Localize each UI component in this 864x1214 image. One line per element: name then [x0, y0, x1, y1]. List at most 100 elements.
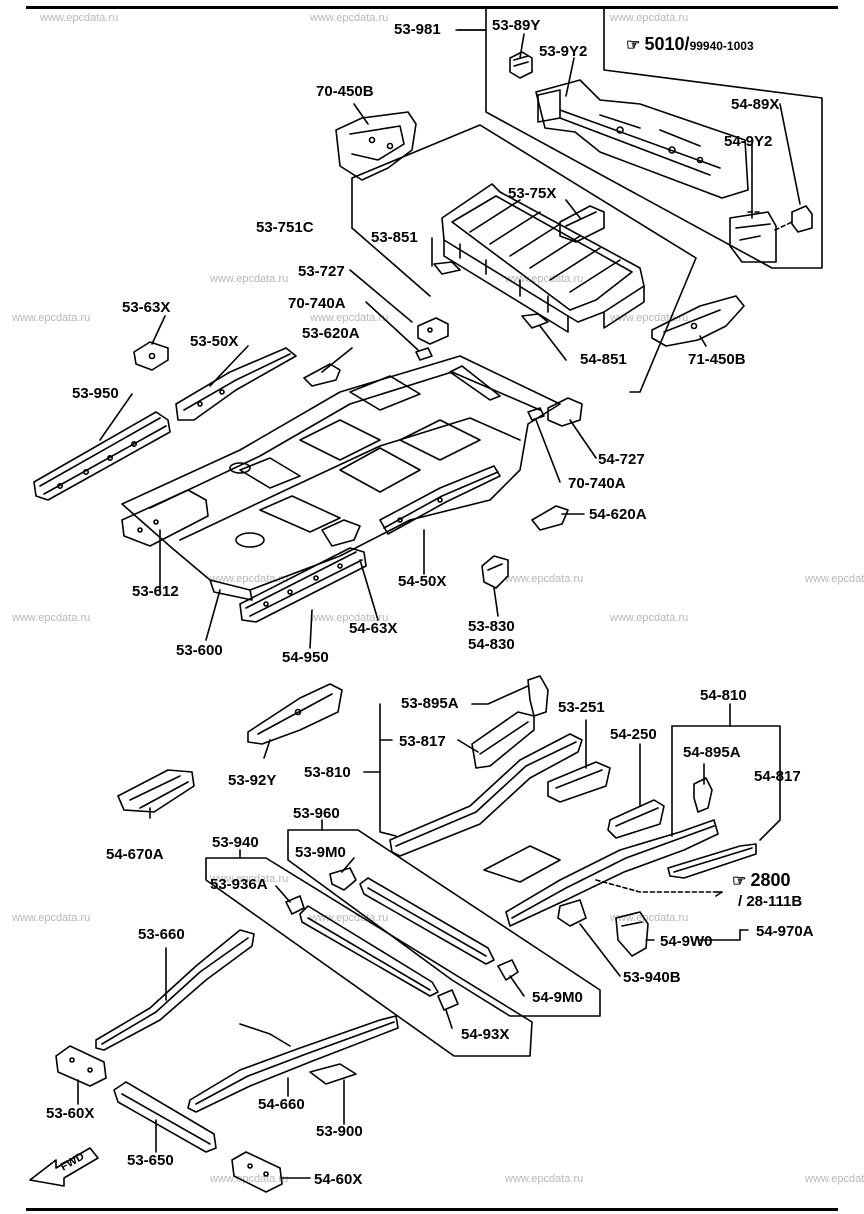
- ref-2800-sub: / 28-111B: [738, 893, 803, 910]
- watermark: www.epcdata.ru: [310, 312, 389, 324]
- bracket-54-9Y2: [729, 211, 777, 263]
- watermark: www.epcdata.ru: [210, 1173, 289, 1185]
- ref-2800-main: 2800: [750, 870, 791, 890]
- label-54-670A: 54-670A: [106, 846, 164, 863]
- label-53-940: 53-940: [212, 834, 259, 851]
- bracket-54-93X: [437, 989, 459, 1011]
- label-53-9Y2: 53-9Y2: [539, 43, 588, 60]
- member-53-940: [299, 905, 439, 997]
- bracket-53-936A: [285, 895, 305, 915]
- ref-5010-main: 5010/: [644, 34, 690, 54]
- fwd-arrow-icon: [29, 1147, 99, 1187]
- clip-70-740A-top: [415, 347, 433, 361]
- label-54-50X: 54-50X: [398, 573, 447, 590]
- label-53-63X-top: 53-63X: [122, 299, 171, 316]
- bracket-53-89Y: [509, 51, 533, 79]
- rail-53-810: [389, 733, 583, 857]
- label-53-895A: 53-895A: [401, 695, 459, 712]
- sill-54-950: [239, 547, 367, 623]
- rail-54-810: [483, 819, 719, 927]
- watermark: www.epcdata.ru: [805, 573, 864, 585]
- bracket-53-727: [417, 317, 449, 345]
- member-53-650: [113, 1081, 217, 1153]
- ref-2800[interactable]: ☞ 2800: [732, 870, 791, 890]
- bracket-54-60X: [231, 1151, 283, 1193]
- ref-5010-sub: 99940-1003: [689, 39, 754, 53]
- label-53-89Y: 53-89Y: [492, 17, 541, 34]
- bracket-71-450B: [651, 295, 745, 347]
- label-54-93X: 54-93X: [461, 1026, 510, 1043]
- label-54-830: 54-830: [468, 636, 515, 653]
- label-54-895A: 54-895A: [683, 744, 741, 761]
- label-53-650: 53-650: [127, 1152, 174, 1169]
- panel-53-612: [121, 489, 209, 547]
- bracket-53-9M0: [329, 867, 357, 891]
- label-53-50X: 53-50X: [190, 333, 239, 350]
- label-53-900: 53-900: [316, 1123, 363, 1140]
- label-54-9M0: 54-9M0: [532, 989, 583, 1006]
- label-53-817: 53-817: [399, 733, 446, 750]
- bracket-53-620A: [303, 363, 341, 387]
- watermark: www.epcdata.ru: [310, 12, 389, 24]
- watermark: www.epcdata.ru: [12, 612, 91, 624]
- top-border: [26, 6, 838, 9]
- bracket-53-60X: [55, 1045, 107, 1087]
- label-54-89X: 54-89X: [731, 96, 780, 113]
- member-53-960: [359, 877, 495, 965]
- clip-54-851: [521, 313, 549, 329]
- bracket-53-75X: [559, 205, 605, 243]
- bracket-54-89X: [791, 205, 813, 233]
- bracket-53-251: [547, 761, 611, 803]
- label-53-9M0: 53-9M0: [295, 844, 346, 861]
- bracket-70-450B: [335, 111, 417, 181]
- bracket-54-895A: [693, 777, 713, 813]
- bracket-53-895A: [527, 675, 549, 717]
- label-70-740A-bot: 70-740A: [568, 475, 626, 492]
- label-54-9Y2: 54-9Y2: [724, 133, 773, 150]
- label-54-63X: 54-63X: [349, 620, 398, 637]
- bracket-53-92Y: [247, 683, 343, 745]
- bracket-54-727: [547, 397, 583, 427]
- floor-pan-53-600: [121, 355, 561, 601]
- label-53-936A: 53-936A: [210, 876, 268, 893]
- watermark: www.epcdata.ru: [40, 12, 119, 24]
- label-54-660: 54-660: [258, 1096, 305, 1113]
- bracket-54-670A: [117, 769, 195, 813]
- bracket-54-620A: [531, 505, 569, 531]
- label-54-810: 54-810: [700, 687, 747, 704]
- label-53-751C: 53-751C: [256, 219, 314, 236]
- watermark: www.epcdata.ru: [610, 612, 689, 624]
- label-54-620A: 54-620A: [589, 506, 647, 523]
- watermark: www.epcdata.ru: [310, 612, 389, 624]
- ref-5010[interactable]: ☞ 5010/99940-1003: [626, 34, 754, 54]
- group-outline-53-960: [287, 829, 601, 1017]
- label-53-60X: 53-60X: [46, 1105, 95, 1122]
- label-53-981: 53-981: [394, 21, 441, 38]
- label-54-970A: 54-970A: [756, 923, 814, 940]
- watermark: www.epcdata.ru: [610, 12, 689, 24]
- watermark: www.epcdata.ru: [805, 1173, 864, 1185]
- label-53-251: 53-251: [558, 699, 605, 716]
- label-53-830: 53-830: [468, 618, 515, 635]
- label-53-92Y: 53-92Y: [228, 772, 277, 789]
- rear-panel-53-981: [535, 79, 749, 199]
- bracket-53-940B: [557, 899, 587, 927]
- group-outline-53-981: [455, 7, 823, 269]
- bracket-53-900: [309, 1063, 357, 1085]
- bracket-53-63X-top: [133, 341, 169, 371]
- watermark: www.epcdata.ru: [210, 273, 289, 285]
- label-54-817: 54-817: [754, 768, 801, 785]
- label-53-810: 53-810: [304, 764, 351, 781]
- label-53-75X: 53-75X: [508, 185, 557, 202]
- label-54-9W0: 54-9W0: [660, 933, 713, 950]
- group-outline-53-940: [205, 857, 533, 1057]
- bracket-54-9W0: [615, 911, 649, 957]
- label-53-660: 53-660: [138, 926, 185, 943]
- pointing-hand-icon: ☞: [626, 37, 641, 54]
- watermark: www.epcdata.ru: [12, 312, 91, 324]
- member-53-50X: [175, 347, 297, 421]
- bracket-53-830: [481, 555, 509, 589]
- watermark: www.epcdata.ru: [505, 1173, 584, 1185]
- label-53-960: 53-960: [293, 805, 340, 822]
- watermark: www.epcdata.ru: [210, 873, 289, 885]
